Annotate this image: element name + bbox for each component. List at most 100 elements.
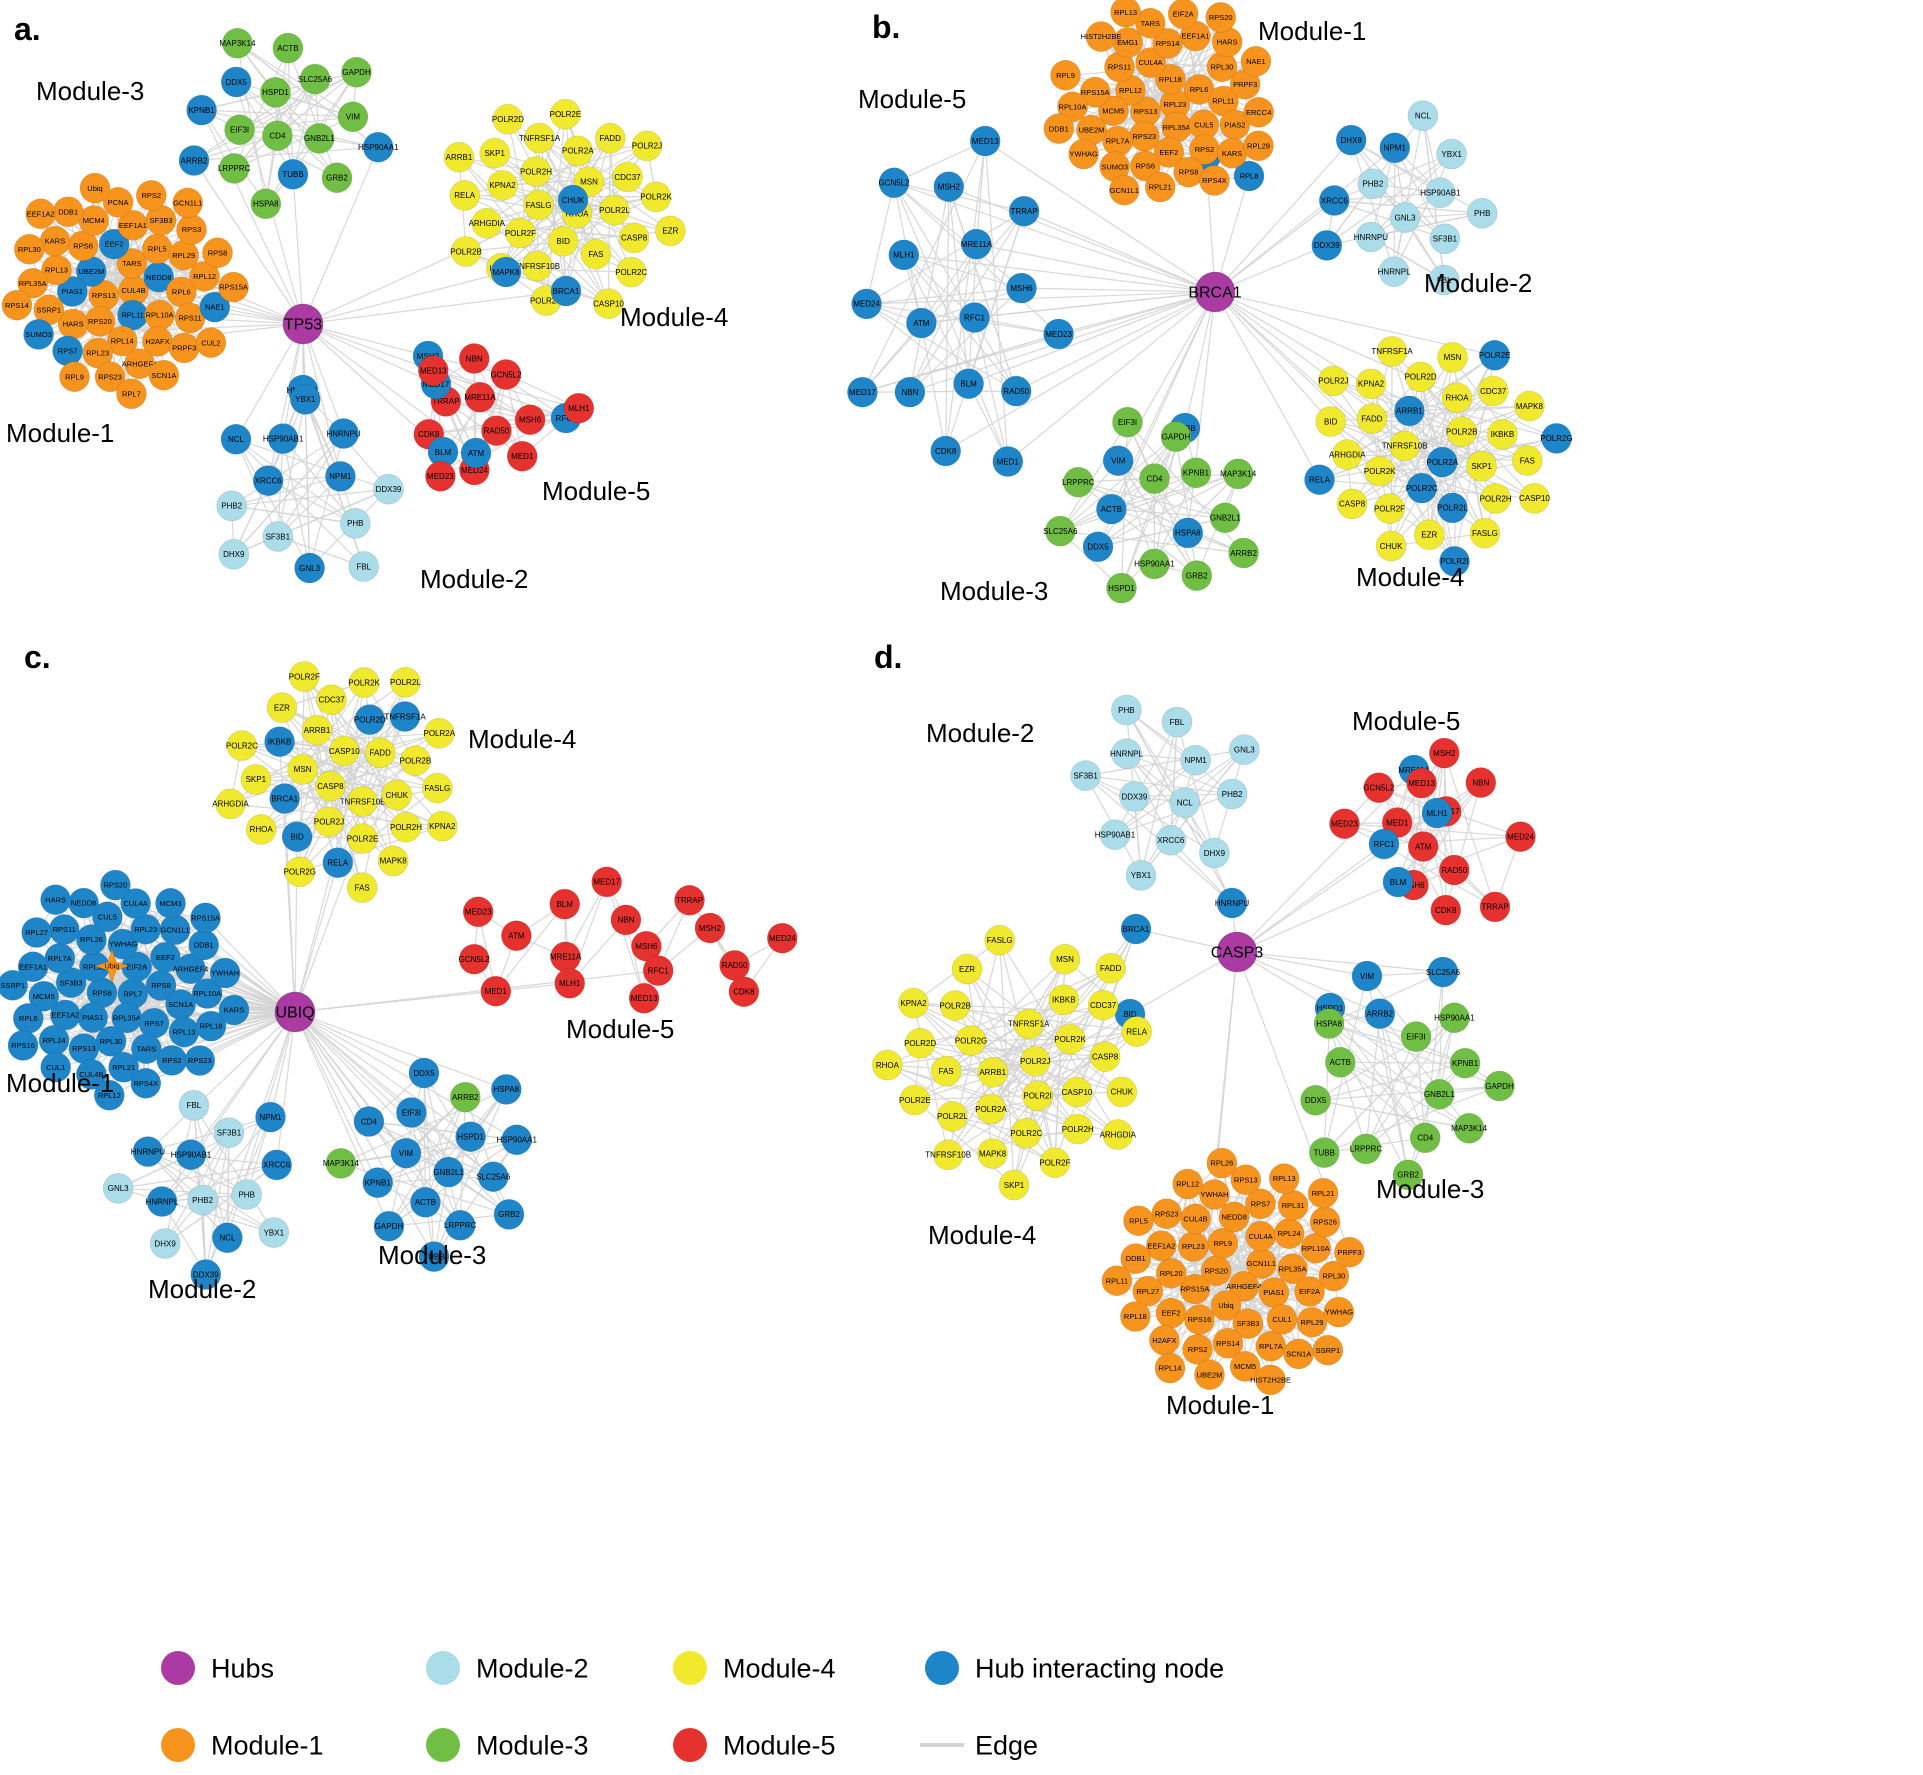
node-RPS20: RPS20 — [100, 869, 131, 901]
svg-text:TNFRSF1A: TNFRSF1A — [1008, 1020, 1050, 1029]
node-LRPPRC: LRPPRC — [1350, 1133, 1382, 1165]
svg-text:FBL: FBL — [187, 1101, 202, 1110]
node-ATM: ATM — [501, 920, 532, 952]
node-RPL18: RPL18 — [1155, 63, 1186, 95]
svg-text:LRPPRC: LRPPRC — [444, 1221, 477, 1230]
node-MLH1: MLH1 — [1421, 797, 1453, 829]
svg-text:GNB2L1: GNB2L1 — [1210, 514, 1241, 523]
node-PIAS1: PIAS1 — [77, 1002, 108, 1033]
svg-text:FAS: FAS — [355, 883, 370, 892]
node-GCN5L2: GCN5L2 — [490, 359, 522, 390]
node-POLR2H: POLR2H — [1480, 483, 1512, 514]
panel-a-nodes: CD4HSPD1GNB2L1EIF3ISLC25A6TUBBDDX5VIMLRP… — [1, 27, 686, 584]
svg-text:NAE1: NAE1 — [205, 303, 225, 312]
svg-text:ARRB1: ARRB1 — [979, 1068, 1006, 1077]
svg-text:CASP10: CASP10 — [1519, 494, 1550, 503]
panel-c-nodes: CASP8CASP10TNFRSF10BMSNFADDPOLR2JARRB1CH… — [0, 661, 798, 1290]
svg-text:TRRAP: TRRAP — [432, 397, 459, 406]
svg-text:PHB2: PHB2 — [192, 1196, 213, 1205]
svg-text:DDX5: DDX5 — [1087, 543, 1109, 552]
svg-text:MED17: MED17 — [849, 388, 876, 397]
svg-text:RPS4X: RPS4X — [133, 1079, 158, 1088]
node-FASLG: FASLG — [1469, 517, 1501, 549]
node-RPL10A: RPL10A — [191, 978, 223, 1009]
legend-label: Module-1 — [211, 1730, 324, 1760]
svg-text:HARS: HARS — [45, 895, 66, 904]
svg-text:KARS: KARS — [224, 1006, 244, 1015]
svg-text:HSP90AA1: HSP90AA1 — [1434, 1014, 1475, 1023]
node-EEF2: EEF2 — [1153, 137, 1185, 168]
node-EIF3I: EIF3I — [224, 114, 255, 146]
svg-text:MED23: MED23 — [465, 908, 492, 917]
node-XRCC6: XRCC6 — [1155, 824, 1187, 856]
node-NEDD8: NEDD8 — [143, 261, 174, 293]
node-FAS: FAS — [346, 872, 378, 903]
node-RPL11: RPL11 — [117, 299, 148, 331]
node-POLR2G: POLR2G — [1540, 423, 1573, 454]
svg-text:YBX1: YBX1 — [1131, 871, 1152, 880]
svg-text:RPL14: RPL14 — [111, 337, 134, 346]
svg-text:MAPK8: MAPK8 — [979, 1149, 1007, 1158]
node-RPL26: RPL26 — [1206, 1147, 1238, 1179]
node-NBN: NBN — [458, 343, 490, 374]
node-PHB2: PHB2 — [216, 490, 247, 522]
svg-text:SSRP1: SSRP1 — [1316, 1346, 1341, 1355]
svg-text:RPL14: RPL14 — [1159, 1364, 1182, 1373]
node-FASLG: FASLG — [421, 772, 453, 804]
node-RPS23: RPS23 — [184, 1045, 216, 1076]
node-CDC37: CDC37 — [1087, 989, 1119, 1021]
svg-text:PRPF3: PRPF3 — [1233, 80, 1257, 89]
svg-text:CHUK: CHUK — [385, 791, 408, 800]
node-RPL7A: RPL7A — [1255, 1330, 1287, 1362]
node-RPL11: RPL11 — [1101, 1265, 1133, 1296]
node-EIF3I: EIF3I — [1112, 406, 1143, 438]
svg-text:RPS13: RPS13 — [1234, 1175, 1258, 1184]
svg-text:SF3B1: SF3B1 — [1073, 771, 1098, 780]
node-RPL10A: RPL10A — [1300, 1233, 1331, 1264]
node-TARS: TARS — [131, 1033, 162, 1064]
node-GAPDH: GAPDH — [373, 1210, 405, 1242]
svg-text:SF3B3: SF3B3 — [60, 978, 83, 987]
node-RAD50: RAD50 — [1000, 375, 1032, 407]
node-EZR: EZR — [266, 692, 298, 723]
svg-text:POLR2F: POLR2F — [1039, 1159, 1070, 1168]
svg-text:FASLG: FASLG — [526, 201, 552, 210]
svg-text:POLR2E: POLR2E — [899, 1096, 931, 1105]
svg-text:EEF1A2: EEF1A2 — [51, 1011, 79, 1020]
node-NCL: NCL — [1407, 100, 1439, 131]
svg-text:HSP90AB1: HSP90AB1 — [1095, 831, 1136, 840]
svg-text:RAD50: RAD50 — [722, 961, 748, 970]
node-RAD50: RAD50 — [1439, 854, 1470, 886]
node-HSPA8: HSPA8 — [250, 188, 282, 220]
svg-text:YBX1: YBX1 — [295, 395, 316, 404]
svg-text:CDK8: CDK8 — [1435, 906, 1457, 915]
svg-text:GNL3: GNL3 — [1395, 213, 1416, 222]
node-EIF3I: EIF3I — [1400, 1021, 1432, 1052]
node-GNL3: GNL3 — [1389, 202, 1421, 233]
node-RPL9: RPL9 — [1050, 60, 1081, 91]
svg-text:TUBB: TUBB — [1314, 1148, 1335, 1157]
node-RPL9: RPL9 — [59, 361, 90, 393]
node-MED13: MED13 — [1406, 767, 1437, 799]
node-YBX1: YBX1 — [289, 384, 321, 415]
node-MCM5: MCM5 — [28, 980, 60, 1012]
node-RPL35A: RPL35A — [111, 1002, 143, 1034]
node-RFC1: RFC1 — [959, 302, 990, 333]
legend-item-module-2: Module-2 — [426, 1651, 589, 1685]
node-RELA: RELA — [1304, 464, 1335, 496]
svg-text:BLM: BLM — [960, 380, 977, 389]
node-MAPK8: MAPK8 — [977, 1138, 1008, 1169]
svg-text:POLR2L: POLR2L — [1437, 504, 1468, 513]
node-POLR2H: POLR2H — [390, 811, 422, 843]
svg-text:GNB2L1: GNB2L1 — [304, 134, 335, 143]
node-ERCC4: ERCC4 — [1243, 97, 1274, 128]
node-HSPD1: HSPD1 — [455, 1121, 486, 1152]
svg-text:TNFRSF10B: TNFRSF10B — [340, 797, 386, 806]
svg-text:MRE11A: MRE11A — [550, 953, 582, 962]
svg-text:MSH6: MSH6 — [1010, 284, 1033, 293]
node-RPS14: RPS14 — [1152, 28, 1183, 59]
svg-text:RPL29: RPL29 — [1301, 1318, 1324, 1327]
svg-text:DDX39: DDX39 — [1122, 792, 1148, 801]
node-VIM: VIM — [1351, 960, 1383, 992]
